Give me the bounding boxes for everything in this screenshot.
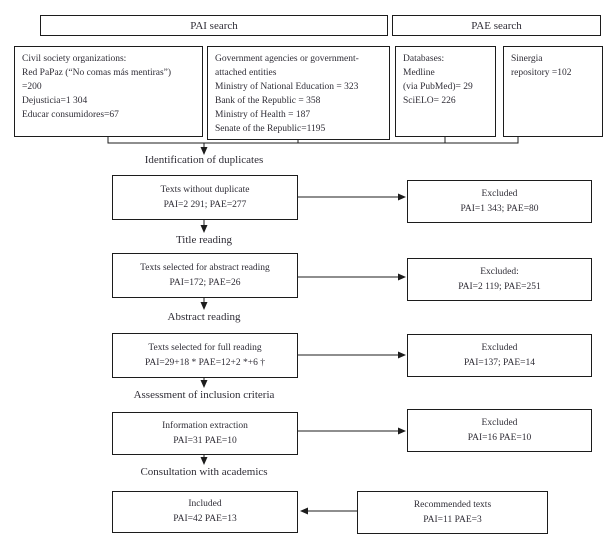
government-sources-box: Government agencies or government- attac… — [207, 46, 390, 140]
flow-box-counts: PAI=172; PAE=26 — [169, 277, 241, 288]
flow-box-counts: PAI=31 PAE=10 — [173, 435, 237, 446]
stage-label-consultation-academics: Consultation with academics — [140, 466, 268, 478]
flow-box-title: Recommended texts — [413, 499, 492, 510]
stage-label-identification-of-duplicates: Identification of duplicates — [144, 154, 264, 166]
source-line: Senate of the Republic=1195 — [215, 124, 326, 134]
texts-selected-abstract-reading-box: Texts selected for abstract reading PAI=… — [112, 253, 298, 298]
flow-box-title: Information extraction — [162, 420, 248, 431]
excluded-box-title-reading: Excluded: PAI=2 119; PAE=251 — [407, 258, 592, 301]
source-line: Dejusticia=1 304 — [22, 96, 88, 106]
stage-label-abstract-reading: Abstract reading — [167, 311, 241, 323]
source-line: =200 — [22, 82, 42, 92]
source-line: Sinergia — [511, 54, 543, 64]
texts-selected-full-reading-box: Texts selected for full reading PAI=29+1… — [112, 333, 298, 378]
excluded-box-abstract-reading: Excluded PAI=137; PAE=14 — [407, 334, 592, 377]
source-line: Medline — [403, 68, 435, 78]
pai-search-label: PAI search — [190, 19, 238, 32]
flow-box-counts: PAI=29+18 * PAE=12+2 *+6 † — [144, 357, 266, 368]
sinergia-repository-box: Sinergia repository =102 — [503, 46, 603, 137]
stage-label-assessment-inclusion-criteria: Assessment of inclusion criteria — [133, 389, 275, 401]
pae-search-header: PAE search — [392, 15, 601, 36]
stage-label-title-reading: Title reading — [175, 234, 233, 246]
flow-box-counts: PAI=42 PAE=13 — [173, 514, 237, 524]
flow-box-title: Excluded — [481, 417, 518, 428]
source-line: Government agencies or government- — [215, 54, 359, 64]
flow-box-title: Texts selected for abstract reading — [140, 262, 270, 273]
information-extraction-box: Information extraction PAI=31 PAE=10 — [112, 412, 298, 455]
flow-box-title: Excluded — [481, 342, 518, 353]
source-line: (via PubMed)= 29 — [403, 82, 473, 92]
included-box: Included PAI=42 PAE=13 — [112, 491, 298, 533]
source-line: Databases: — [403, 54, 445, 64]
source-line: SciELO= 226 — [403, 96, 456, 106]
flow-box-title: Texts without duplicate — [160, 184, 250, 195]
flow-box-title: Excluded — [481, 188, 518, 199]
source-line: repository =102 — [511, 68, 572, 78]
flow-box-counts: PAI=1 343; PAE=80 — [460, 203, 539, 214]
source-line: Ministry of Health = 187 — [215, 110, 311, 120]
flow-box-counts: PAI=16 PAE=10 — [467, 432, 532, 443]
source-line: attached entities — [215, 68, 277, 78]
flow-box-counts: PAI=2 119; PAE=251 — [458, 281, 541, 292]
source-line: Civil society organizations: — [22, 54, 127, 64]
flow-box-counts: PAI=2 291; PAE=277 — [163, 199, 247, 210]
flow-box-title: Excluded: — [480, 266, 519, 277]
excluded-box-inclusion-criteria: Excluded PAI=16 PAE=10 — [407, 409, 592, 452]
source-line: Bank of the Republic = 358 — [215, 96, 321, 106]
texts-without-duplicate-box: Texts without duplicate PAI=2 291; PAE=2… — [112, 175, 298, 220]
recommended-texts-box: Recommended texts PAI=11 PAE=3 — [357, 491, 548, 534]
source-line: Educar consumidores=67 — [22, 110, 119, 120]
civil-society-sources-box: Civil society organizations: Red PaPaz (… — [14, 46, 203, 137]
flow-box-counts: PAI=137; PAE=14 — [464, 357, 535, 368]
source-line: Ministry of National Education = 323 — [215, 82, 359, 92]
flow-box-counts: PAI=11 PAE=3 — [423, 514, 482, 525]
pae-search-label: PAE search — [471, 19, 522, 32]
source-line: Red PaPaz (“No comas más mentiras”) — [22, 68, 172, 78]
pai-search-header: PAI search — [40, 15, 388, 36]
excluded-box-duplicates: Excluded PAI=1 343; PAE=80 — [407, 180, 592, 223]
databases-sources-box: Databases: Medline (via PubMed)= 29 SciE… — [395, 46, 496, 137]
flow-box-title: Included — [188, 499, 222, 509]
flow-box-title: Texts selected for full reading — [148, 342, 262, 353]
